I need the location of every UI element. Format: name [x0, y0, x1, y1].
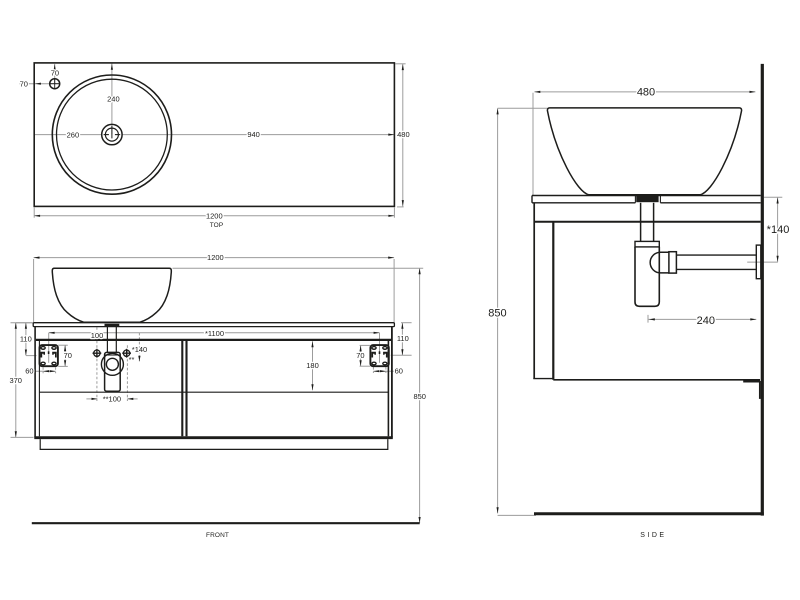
svg-text:180: 180 [306, 361, 319, 370]
svg-text:100: 100 [91, 331, 104, 340]
svg-text:1200: 1200 [207, 253, 224, 262]
svg-text:260: 260 [67, 130, 80, 139]
svg-text:70: 70 [64, 351, 72, 360]
svg-text:TOP: TOP [210, 222, 224, 229]
svg-text:1200: 1200 [206, 211, 223, 220]
svg-text:60: 60 [25, 367, 33, 376]
svg-text:70: 70 [20, 79, 28, 88]
svg-text:SIDE: SIDE [640, 532, 666, 539]
svg-text:70: 70 [356, 351, 364, 360]
svg-text:240: 240 [697, 315, 715, 327]
svg-text:FRONT: FRONT [206, 532, 229, 539]
svg-text:110: 110 [397, 334, 409, 343]
svg-text:480: 480 [397, 130, 410, 139]
svg-text:**: ** [129, 355, 135, 364]
svg-text:480: 480 [637, 87, 655, 99]
svg-text:*140: *140 [132, 345, 147, 354]
svg-text:*140: *140 [767, 224, 790, 236]
svg-text:70: 70 [51, 69, 59, 78]
svg-text:**100: **100 [103, 395, 121, 404]
svg-text:110: 110 [20, 335, 32, 344]
svg-text:940: 940 [247, 130, 260, 139]
svg-text:240: 240 [107, 94, 120, 103]
svg-text:370: 370 [9, 376, 22, 385]
svg-text:850: 850 [413, 392, 426, 401]
svg-text:60: 60 [395, 367, 403, 376]
svg-text:*1100: *1100 [205, 329, 224, 338]
svg-text:850: 850 [488, 308, 506, 320]
